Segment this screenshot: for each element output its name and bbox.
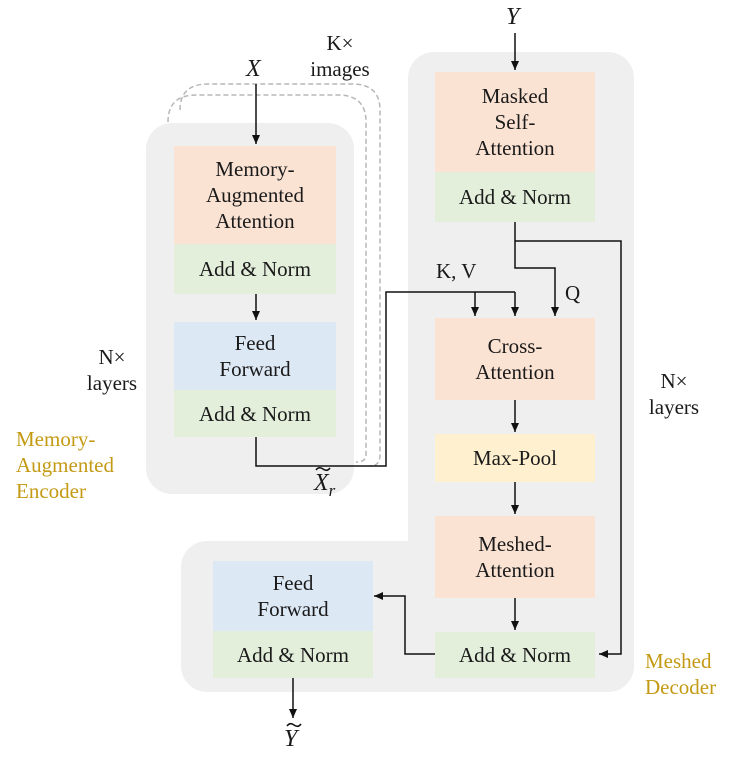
line-residual-branch — [515, 240, 622, 658]
q-label: Q — [565, 281, 581, 305]
arrow-addnorm-to-feedforward-decoder — [374, 592, 435, 655]
stack-outline-2 — [179, 83, 381, 467]
decoder-add-norm-2: Add & Norm — [435, 632, 595, 678]
decoder-layers-label: N× layers — [648, 369, 700, 419]
decoder-add-norm-1: Add & Norm — [435, 172, 595, 222]
k-images-label: K× images — [310, 31, 370, 81]
input-y: Y — [506, 4, 520, 30]
decoder-add-norm-3: Add & Norm — [213, 631, 373, 678]
decoder-title: Meshed Decoder — [645, 649, 717, 699]
output-y-tilde: Y — [284, 726, 298, 752]
tilde-y — [286, 722, 302, 728]
memory-augmented-attention-block: Memory- Augmented Attention — [174, 146, 336, 244]
line-encoder-output-xr — [255, 291, 515, 467]
encoder-title: Memory- Augmented Encoder — [16, 427, 114, 503]
cross-attention-block: Cross- Attention — [435, 318, 595, 400]
line-query-branch — [514, 222, 559, 316]
encoder-layers-label: N× layers — [86, 345, 138, 395]
decoder-feed-forward-block: Feed Forward — [213, 561, 373, 631]
encoder-feed-forward-block: Feed Forward — [174, 322, 336, 390]
tilde-xr — [315, 466, 331, 472]
kv-label: K, V — [436, 259, 477, 283]
max-pool-block: Max-Pool — [435, 434, 595, 482]
stack-outline-1 — [167, 94, 367, 463]
masked-self-attention-block: Masked Self- Attention — [435, 72, 595, 172]
encoder-add-norm-1: Add & Norm — [174, 244, 336, 294]
meshed-attention-block: Meshed- Attention — [435, 516, 595, 598]
encoder-output-xr: Xr — [314, 470, 336, 500]
input-x: X — [246, 56, 261, 82]
encoder-add-norm-2: Add & Norm — [174, 390, 336, 437]
